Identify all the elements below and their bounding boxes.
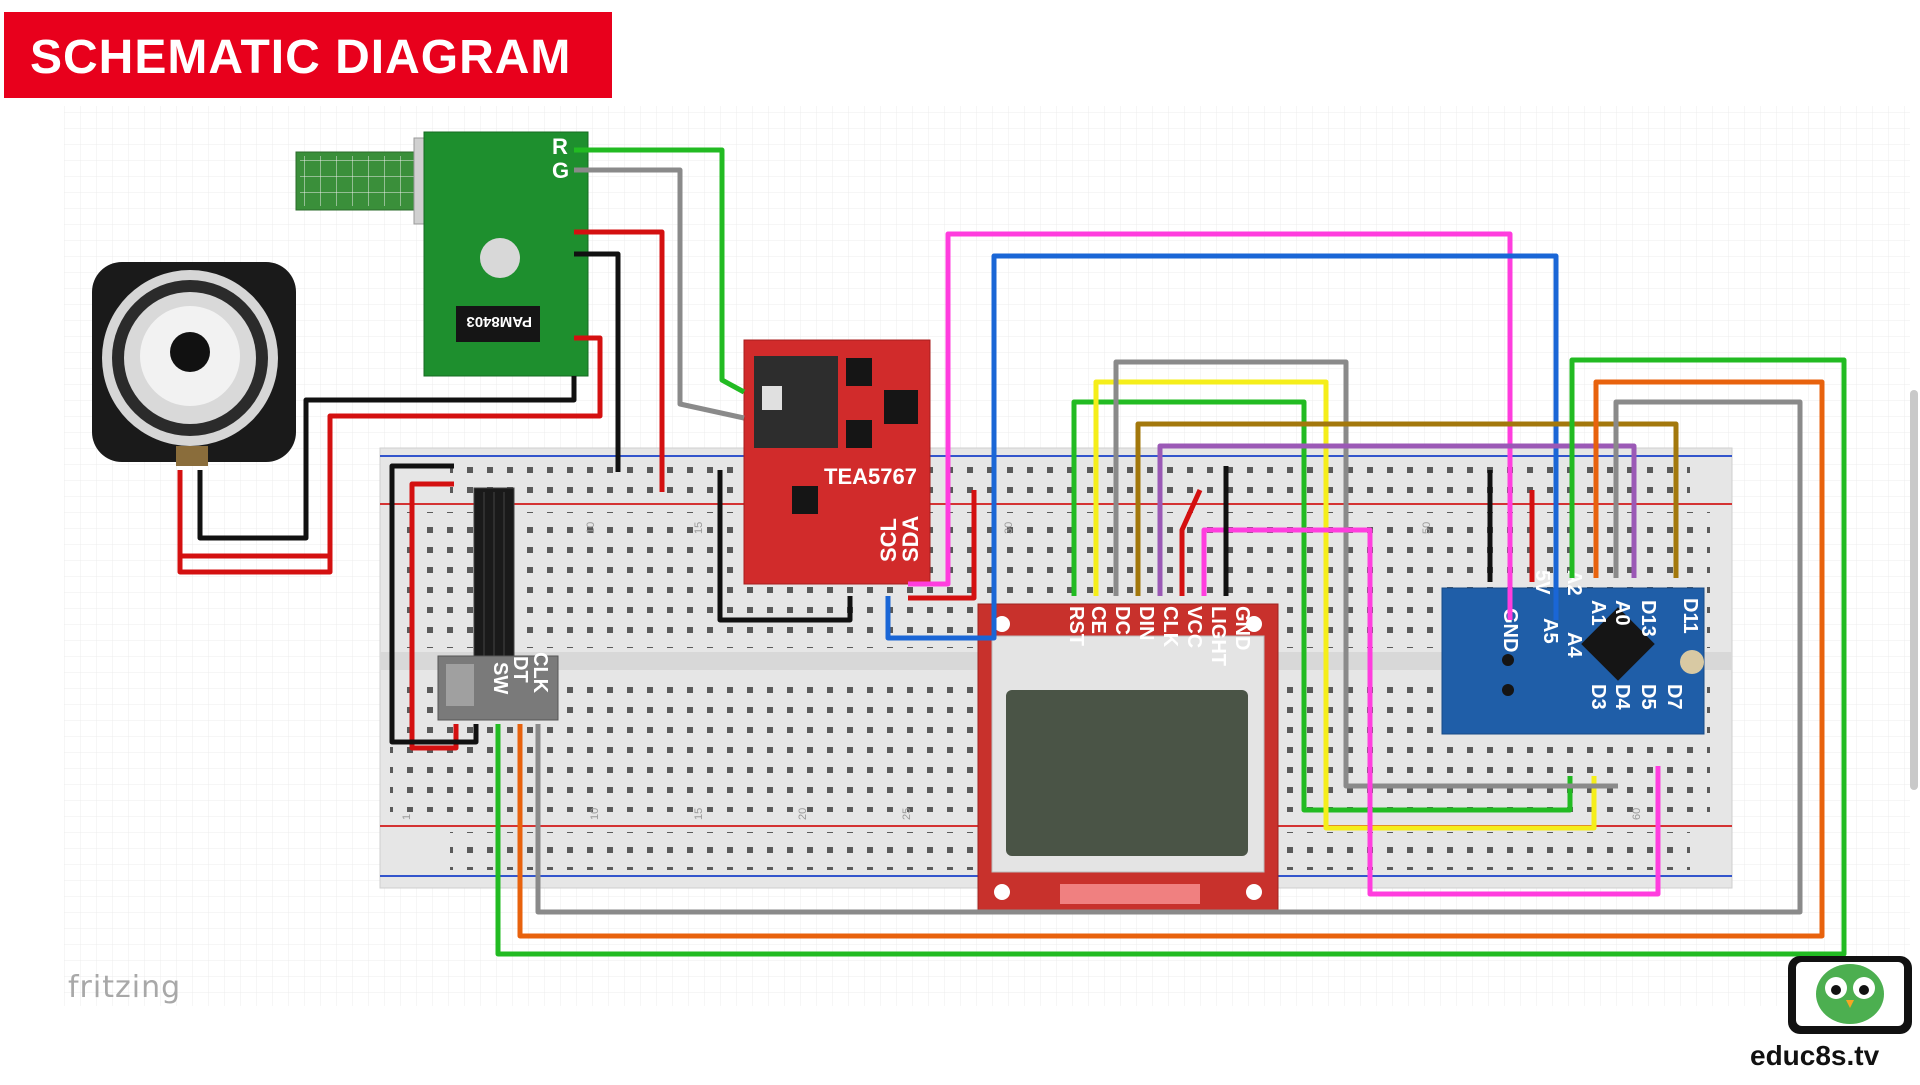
lcd-pin-rst: RST bbox=[1065, 606, 1087, 646]
arduino-pin-a0: A0 bbox=[1611, 600, 1633, 626]
wire-amp-power-red bbox=[574, 229, 665, 492]
radio-module: TEA5767 SCL SDA bbox=[743, 339, 931, 585]
bb-number-top-15: 15 bbox=[693, 522, 705, 534]
lcd-pin-ce: CE bbox=[1087, 606, 1109, 634]
page-title: SCHEMATIC DIAGRAM bbox=[30, 31, 572, 84]
arduino-pin-a4: A4 bbox=[1563, 632, 1585, 658]
bb-number-bottom-60: 60 bbox=[1631, 808, 1643, 820]
wire-speaker-black bbox=[197, 376, 577, 541]
wire-amp-g bbox=[574, 167, 745, 421]
wire-speaker-red-loop bbox=[177, 470, 333, 575]
encoder-pin-dt: DT bbox=[509, 656, 531, 683]
bb-number-bottom-25: 25 bbox=[901, 808, 913, 820]
radio-pin-scl: SCL bbox=[876, 518, 901, 562]
arduino-pin-d5: D5 bbox=[1637, 684, 1659, 710]
wire-lcd-din bbox=[1135, 421, 1679, 596]
lcd-pin-gnd: GND bbox=[1231, 606, 1253, 650]
lcd-pin-light: LIGHT bbox=[1207, 606, 1229, 666]
wire-lcd-rst bbox=[1071, 399, 1573, 813]
wire-amp-r bbox=[574, 147, 746, 395]
lcd-pin-vcc: VCC bbox=[1183, 606, 1205, 648]
amp-pin-r: R bbox=[552, 134, 568, 159]
amp-module: PAM8403 R G bbox=[295, 131, 589, 377]
title-banner: SCHEMATIC DIAGRAM bbox=[4, 12, 612, 98]
amp-pin-g: G bbox=[552, 158, 569, 183]
wire-encoder-dt bbox=[517, 379, 1825, 939]
arduino-pin-d7: D7 bbox=[1663, 684, 1685, 710]
bb-number-bottom-10: 10 bbox=[589, 808, 601, 820]
encoder-pin-clk: CLK bbox=[529, 652, 551, 694]
speaker-icon bbox=[92, 262, 296, 466]
arduino-pin-d4: D4 bbox=[1611, 684, 1633, 710]
arduino-pin-d3: D3 bbox=[1587, 684, 1609, 710]
owl-logo-icon bbox=[1788, 956, 1912, 1034]
wire-amp-power-black bbox=[574, 251, 621, 472]
wire-encoder-gnd bbox=[389, 463, 479, 745]
wire-encoder-clk bbox=[535, 399, 1803, 915]
bb-number-top-10: 10 bbox=[585, 522, 597, 534]
wire-encoder-sw bbox=[495, 357, 1847, 957]
arduino-pin-gnd: GND bbox=[1499, 608, 1521, 652]
wire-lcd-dc bbox=[1113, 359, 1618, 789]
fritzing-watermark: fritzing bbox=[68, 970, 182, 1005]
wire-radio-vcc bbox=[908, 490, 977, 601]
wire-lcd-clk bbox=[1157, 443, 1637, 596]
bb-number-top-30: 30 bbox=[1003, 522, 1015, 534]
bb-number-bottom-1: 1 bbox=[401, 814, 413, 820]
wire-scl bbox=[908, 231, 1513, 620]
bb-number-top-50: 50 bbox=[1421, 522, 1433, 534]
potentiometer-icon: CLK DT SW bbox=[437, 487, 559, 721]
wire-sda bbox=[885, 253, 1559, 641]
arduino-pin-d13: D13 bbox=[1637, 600, 1659, 637]
wire-lcd-light bbox=[1201, 527, 1661, 897]
bb-number-bottom-15: 15 bbox=[693, 808, 705, 820]
brand-label: educ8s.tv bbox=[1750, 1040, 1880, 1071]
lcd-module: RST CE DC DIN CLK VCC LIGHT GND bbox=[977, 603, 1279, 911]
arduino-pin-5v: 5V bbox=[1531, 570, 1553, 595]
lcd-pin-dc: DC bbox=[1111, 606, 1133, 635]
lcd-pin-clk: CLK bbox=[1159, 606, 1181, 648]
lcd-pin-din: DIN bbox=[1135, 606, 1157, 640]
vertical-scrollbar[interactable] bbox=[1910, 390, 1918, 790]
arduino-pin-d11: D11 bbox=[1679, 598, 1701, 634]
amp-chip-label: PAM8403 bbox=[466, 313, 532, 330]
wire-lcd-vcc bbox=[1179, 488, 1203, 596]
arduino-board: 5V A2 A1 A0 D13 D11 GND A5 A4 D3 D4 D5 D… bbox=[1441, 570, 1705, 735]
radio-pin-sda: SDA bbox=[898, 515, 923, 562]
wires bbox=[177, 147, 1847, 957]
wire-lcd-ce bbox=[1093, 379, 1597, 831]
bb-number-bottom-20: 20 bbox=[797, 808, 809, 820]
arduino-pin-a5: A5 bbox=[1539, 618, 1561, 644]
radio-chip-label: TEA5767 bbox=[824, 464, 917, 489]
wire-radio-gnd bbox=[717, 470, 853, 623]
arduino-pin-a1: A1 bbox=[1587, 600, 1609, 626]
arduino-pin-a2: A2 bbox=[1563, 570, 1585, 596]
encoder-pin-sw: SW bbox=[489, 662, 511, 694]
